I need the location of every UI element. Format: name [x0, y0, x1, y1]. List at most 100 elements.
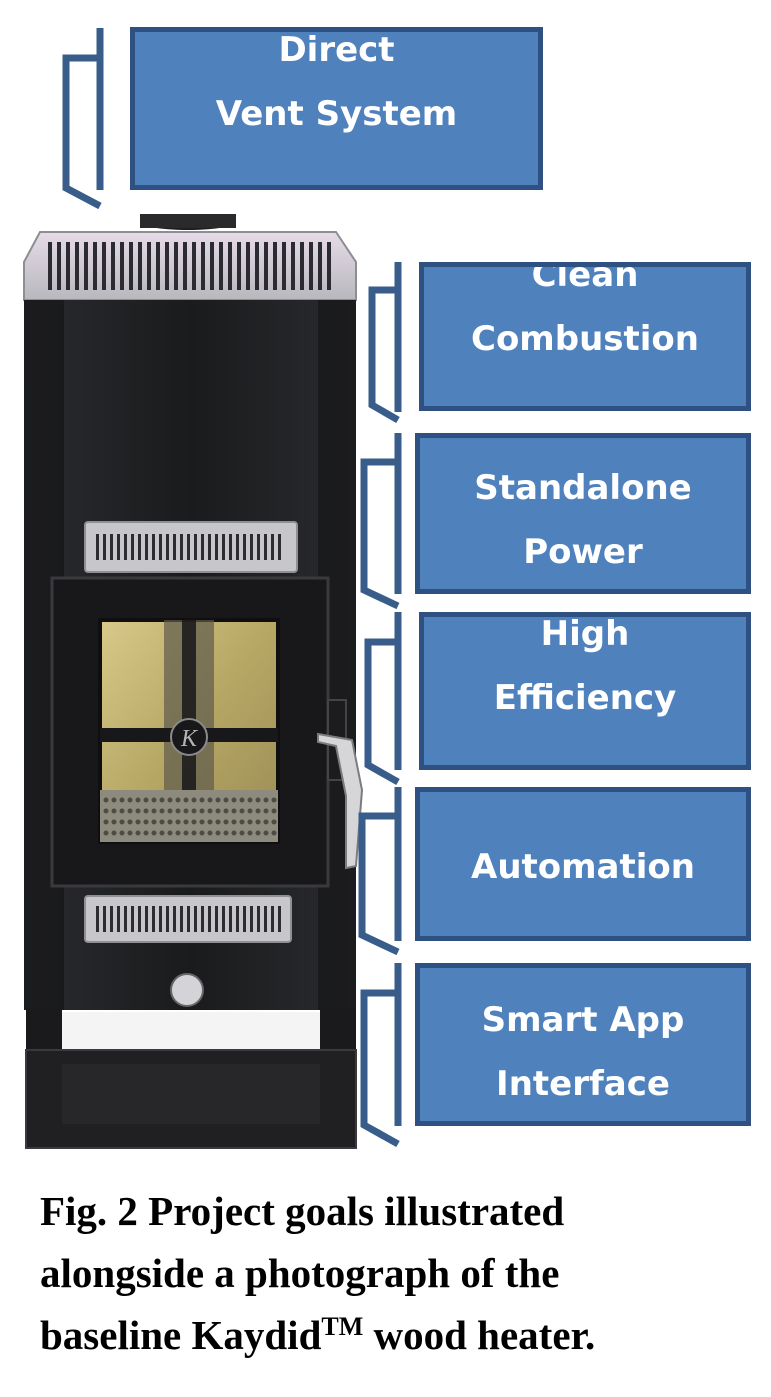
burn-pot-hole — [127, 830, 133, 836]
grille-slot — [145, 906, 148, 932]
door-handle[interactable] — [317, 732, 364, 870]
burn-pot-hole — [231, 819, 237, 825]
grille-slot — [201, 906, 204, 932]
burn-pot-hole — [159, 830, 165, 836]
burn-pot-hole — [255, 797, 261, 803]
louver-slot — [228, 242, 232, 290]
burn-pot-hole — [215, 819, 221, 825]
louver-slot — [165, 242, 169, 290]
burn-pot-hole — [191, 819, 197, 825]
grille-slot — [194, 534, 197, 560]
goal-label-line2: Vent System — [215, 94, 458, 134]
goal-label-line1: Clean — [531, 262, 639, 295]
burn-pot-hole — [135, 808, 141, 814]
door-emblem-letter: K — [180, 726, 199, 752]
trademark-symbol: TM — [321, 1312, 364, 1341]
louver-slot — [309, 242, 313, 290]
louver-slot — [75, 242, 79, 290]
burn-pot-hole — [223, 808, 229, 814]
louver-slot — [192, 242, 196, 290]
grille-slot — [222, 906, 225, 932]
burn-pot-hole — [135, 830, 141, 836]
grille-slot — [208, 906, 211, 932]
grille-slot — [124, 906, 127, 932]
goal-label-line2: Interface — [496, 1064, 670, 1104]
louver-slot — [138, 242, 142, 290]
burn-pot-hole — [159, 819, 165, 825]
grille-slot — [257, 906, 260, 932]
burn-pot-hole — [255, 830, 261, 836]
grille-slot — [103, 906, 106, 932]
burn-pot-hole — [231, 830, 237, 836]
louver-slot — [174, 242, 178, 290]
goal-label-line1: Direct — [278, 30, 395, 70]
grille-slot — [194, 906, 197, 932]
goal-bracket — [358, 787, 402, 956]
burn-pot-hole — [111, 830, 117, 836]
burn-pot-hole — [127, 819, 133, 825]
burn-pot-hole — [223, 830, 229, 836]
grille-slot — [159, 534, 162, 560]
burn-pot-hole — [191, 797, 197, 803]
base-opening — [62, 1012, 320, 1050]
grille-slot — [250, 534, 253, 560]
grille-slot — [236, 906, 239, 932]
burn-pot-hole — [271, 830, 277, 836]
grille-slot — [243, 534, 246, 560]
louver-slot — [300, 242, 304, 290]
grille-slot — [208, 534, 211, 560]
burn-pot-hole — [111, 797, 117, 803]
lower-grille-slots — [96, 906, 281, 932]
grille-slot — [131, 534, 134, 560]
burn-pot-hole — [247, 808, 253, 814]
louver-slot — [120, 242, 124, 290]
burn-pot-hole — [255, 808, 261, 814]
grille-slot — [138, 906, 141, 932]
burn-pot-hole — [159, 797, 165, 803]
grille-slot — [152, 906, 155, 932]
louver-slot — [129, 242, 133, 290]
grille-slot — [222, 534, 225, 560]
grille-slot — [215, 906, 218, 932]
burn-pot-hole — [263, 830, 269, 836]
louver-slot — [57, 242, 61, 290]
louver-slot — [246, 242, 250, 290]
burn-pot-hole — [103, 830, 109, 836]
burn-pot-hole — [191, 808, 197, 814]
burn-pot-hole — [119, 808, 125, 814]
burn-pot-hole — [167, 808, 173, 814]
burn-pot-hole — [223, 819, 229, 825]
goal-label-line2: Combustion — [471, 319, 699, 359]
grille-slot — [117, 906, 120, 932]
burn-pot-hole — [175, 830, 181, 836]
grille-slot — [145, 534, 148, 560]
goal-bracket — [360, 433, 402, 610]
goal-bracket — [364, 612, 402, 786]
louver-slot — [255, 242, 259, 290]
burn-pot-hole — [175, 819, 181, 825]
goal-box-smart-app-interface: Smart App Interface — [415, 963, 751, 1126]
burn-pot-hole — [215, 808, 221, 814]
grille-slot — [187, 906, 190, 932]
burn-pot-hole — [183, 808, 189, 814]
burn-pot-hole — [183, 797, 189, 803]
louver-slot — [183, 242, 187, 290]
burn-pot-hole — [247, 797, 253, 803]
burn-pot-hole — [143, 819, 149, 825]
grille-slot — [110, 906, 113, 932]
grille-slot — [110, 534, 113, 560]
ash-drawer-knob[interactable] — [170, 973, 204, 1007]
burn-pot-hole — [239, 808, 245, 814]
burn-pot-hole — [143, 797, 149, 803]
burn-pot-hole — [271, 819, 277, 825]
grille-slot — [215, 534, 218, 560]
grille-slot — [250, 906, 253, 932]
burn-pot-hole — [183, 830, 189, 836]
grille-slot — [243, 906, 246, 932]
caption-line-3-suffix: wood heater. — [363, 1312, 596, 1358]
louver-slot — [237, 242, 241, 290]
burn-pot-hole — [207, 808, 213, 814]
grille-slot — [117, 534, 120, 560]
grille-slot — [257, 534, 260, 560]
